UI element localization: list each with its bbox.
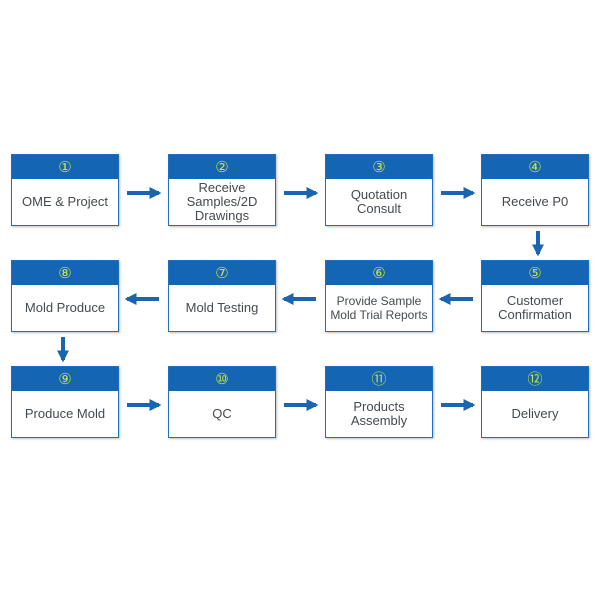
step-number: ④ bbox=[528, 157, 542, 176]
step-number: ⑥ bbox=[372, 263, 386, 282]
step-header: ⑧ bbox=[12, 261, 118, 285]
step-body: Provide Sample Mold Trial Reports bbox=[326, 285, 432, 331]
step-label: Delivery bbox=[511, 406, 559, 421]
step-label: Customer Confirmation bbox=[498, 293, 572, 322]
step-number: ② bbox=[215, 157, 229, 176]
step-number: ⑫ bbox=[527, 369, 543, 388]
step-6-box: ⑥ Provide Sample Mold Trial Reports bbox=[325, 260, 433, 332]
step-number: ⑩ bbox=[215, 369, 229, 388]
step-header: ⑤ bbox=[482, 261, 588, 285]
step-label: Products Assembly bbox=[350, 399, 408, 428]
step-5-box: ⑤ Customer Confirmation bbox=[481, 260, 589, 332]
step-label: Produce Mold bbox=[24, 406, 106, 421]
step-number: ⑨ bbox=[58, 369, 72, 388]
step-header: ⑪ bbox=[326, 367, 432, 391]
step-header: ③ bbox=[326, 155, 432, 179]
step-header: ④ bbox=[482, 155, 588, 179]
step-body: Quotation Consult bbox=[326, 179, 432, 225]
step-body: Receive Samples/2D Drawings bbox=[169, 179, 275, 225]
step-4-box: ④ Receive P0 bbox=[481, 154, 589, 226]
step-label: Mold Produce bbox=[24, 300, 106, 315]
step-label: Provide Sample Mold Trial Reports bbox=[330, 294, 428, 322]
step-number: ⑧ bbox=[58, 263, 72, 282]
step-header: ② bbox=[169, 155, 275, 179]
step-header: ⑦ bbox=[169, 261, 275, 285]
step-11-box: ⑪ Products Assembly bbox=[325, 366, 433, 438]
step-number: ③ bbox=[372, 157, 386, 176]
step-body: Mold Testing bbox=[169, 285, 275, 331]
step-header: ⑥ bbox=[326, 261, 432, 285]
step-number: ⑪ bbox=[371, 369, 387, 388]
step-label: Mold Testing bbox=[185, 300, 259, 315]
step-body: OME & Project bbox=[12, 179, 118, 225]
step-label: OME & Project bbox=[22, 194, 108, 209]
step-label: QC bbox=[212, 406, 232, 421]
step-body: QC bbox=[169, 391, 275, 437]
step-body: Products Assembly bbox=[326, 391, 432, 437]
step-number: ⑤ bbox=[528, 263, 542, 282]
step-header: ① bbox=[12, 155, 118, 179]
step-header: ⑩ bbox=[169, 367, 275, 391]
step-7-box: ⑦ Mold Testing bbox=[168, 260, 276, 332]
step-10-box: ⑩ QC bbox=[168, 366, 276, 438]
step-header: ⑫ bbox=[482, 367, 588, 391]
step-body: Mold Produce bbox=[12, 285, 118, 331]
step-1-box: ① OME & Project bbox=[11, 154, 119, 226]
step-label: Receive P0 bbox=[501, 194, 569, 209]
step-label: Quotation Consult bbox=[350, 187, 408, 216]
step-body: Receive P0 bbox=[482, 179, 588, 225]
step-12-box: ⑫ Delivery bbox=[481, 366, 589, 438]
step-body: Customer Confirmation bbox=[482, 285, 588, 331]
step-8-box: ⑧ Mold Produce bbox=[11, 260, 119, 332]
step-2-box: ② Receive Samples/2D Drawings bbox=[168, 154, 276, 226]
step-label: Receive Samples/2D Drawings bbox=[186, 180, 258, 223]
step-body: Delivery bbox=[482, 391, 588, 437]
step-3-box: ③ Quotation Consult bbox=[325, 154, 433, 226]
step-body: Produce Mold bbox=[12, 391, 118, 437]
step-9-box: ⑨ Produce Mold bbox=[11, 366, 119, 438]
step-number: ⑦ bbox=[215, 263, 229, 282]
step-number: ① bbox=[58, 157, 72, 176]
step-header: ⑨ bbox=[12, 367, 118, 391]
